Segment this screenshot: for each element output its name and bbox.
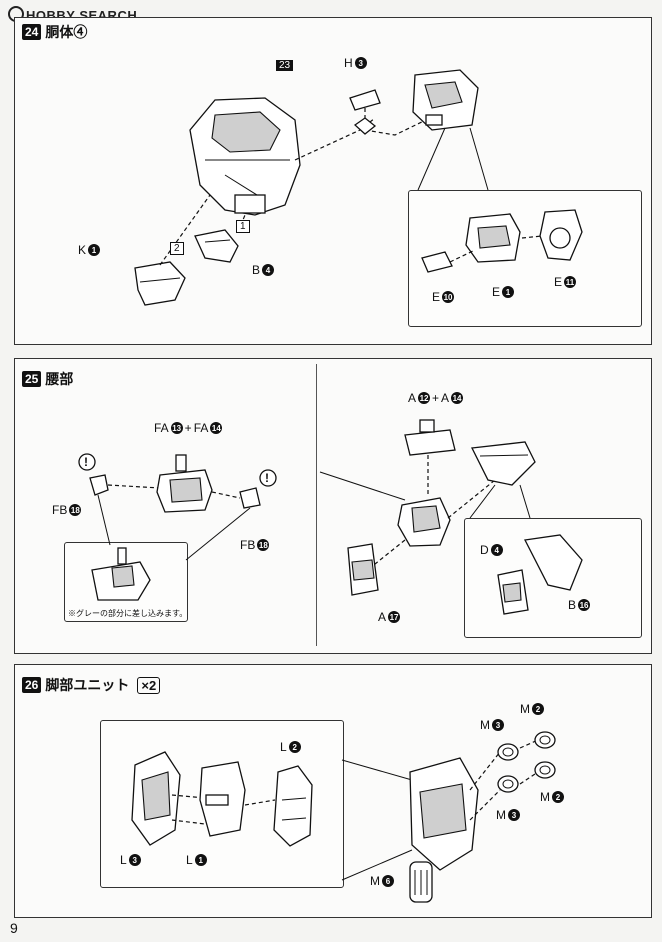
waist-pointer	[319, 471, 406, 501]
step-26-title: 脚部ユニット	[45, 677, 130, 693]
exclamation-left: !	[84, 455, 88, 469]
torso-part-23	[189, 97, 301, 216]
part-m2-lower	[534, 761, 556, 779]
zoom-lines-25b	[469, 484, 531, 519]
step-25-note: ※グレーの部分に差し込みます。	[68, 609, 188, 618]
part-k1-chest	[134, 261, 186, 306]
order-badge-2: 2	[170, 242, 184, 255]
part-m6	[409, 861, 433, 903]
part-m2-upper	[534, 731, 556, 749]
part-m3-upper	[497, 743, 519, 761]
part-fb18-left	[78, 453, 109, 496]
torso-guide-line-2	[364, 117, 431, 136]
part-l2	[273, 765, 313, 847]
step-25-title: 腰部	[45, 371, 74, 387]
part-fa13-fa14	[156, 454, 213, 513]
part-backpack	[412, 69, 479, 131]
step-24-title: 胴体④	[45, 24, 88, 40]
order-badge-1: 1	[236, 220, 250, 233]
page-number: 9	[10, 920, 18, 936]
fb-right-guide	[211, 491, 241, 499]
step-26-multiplier: ×2	[137, 676, 161, 694]
part-m3-lower	[497, 775, 519, 793]
step-25-divider	[316, 364, 317, 646]
part-leg-assembled	[409, 757, 479, 871]
step-24-heading: 24 胴体④	[22, 22, 87, 42]
detail-24-parts	[421, 209, 583, 273]
l3-guide	[171, 794, 206, 825]
chest-guide-line	[159, 194, 211, 266]
part-a17	[347, 543, 379, 596]
fb-left-guide	[107, 484, 161, 489]
part-waist-core	[397, 497, 451, 547]
step-25-heading: 25 腰部	[22, 369, 73, 389]
step-25-number: 25	[22, 371, 42, 387]
zoom-lines-24	[417, 127, 489, 191]
zoom-lines-26	[341, 759, 413, 881]
exclamation-right: !	[265, 471, 269, 485]
a17-guide	[369, 539, 406, 569]
part-fb18-right	[239, 469, 277, 509]
detail-25-right-parts	[497, 534, 583, 615]
step-24-number: 24	[22, 24, 42, 40]
step-26-number: 26	[22, 677, 42, 693]
ref-23-badge: 23	[276, 60, 294, 71]
part-a12-a14	[404, 419, 456, 456]
detail-25-left-part	[91, 547, 151, 601]
m-guide-lines	[469, 739, 539, 821]
part-l1	[199, 761, 246, 837]
waist-right-guide	[447, 479, 496, 519]
part-h3	[349, 89, 381, 135]
step-26-heading: 26 脚部ユニット ×2	[22, 675, 161, 695]
part-l3	[131, 751, 181, 846]
zoom-lines-25a	[97, 494, 251, 561]
part-waist-armor	[471, 441, 536, 486]
l1-guide	[244, 799, 276, 806]
part-b4	[194, 229, 239, 263]
